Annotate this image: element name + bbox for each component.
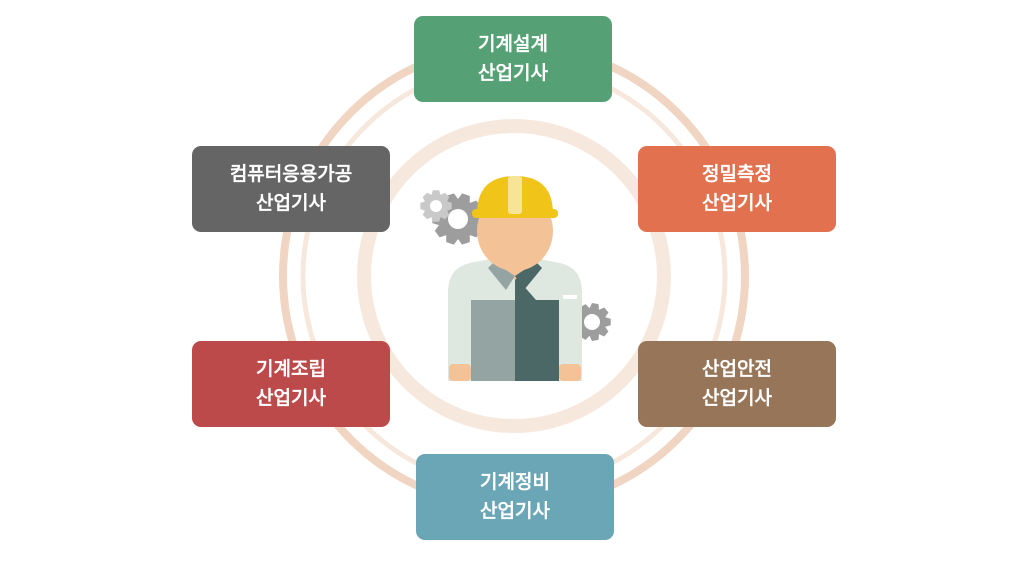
inner-ring: [357, 119, 671, 433]
left-hand: [449, 364, 471, 381]
vest-right: [515, 276, 559, 381]
node-subtitle: 산업기사: [702, 192, 772, 214]
node-title: 기계설계: [478, 33, 548, 55]
node-computer-aided-machining[interactable]: 컴퓨터응용가공 산업기사: [192, 146, 390, 232]
pocket: [563, 295, 577, 299]
collar-left: [488, 262, 515, 290]
node-subtitle: 산업기사: [480, 500, 550, 522]
gear-hole: [584, 314, 600, 330]
node-precision-measurement[interactable]: 정밀측정 산업기사: [638, 146, 836, 232]
node-mechanical-assembly[interactable]: 기계조립 산업기사: [192, 341, 390, 427]
gear-hole: [448, 209, 468, 229]
node-subtitle: 산업기사: [256, 387, 326, 409]
gear-icon: [420, 190, 452, 222]
node-subtitle: 산업기사: [702, 387, 772, 409]
vest-left: [471, 300, 515, 381]
node-mechanical-design[interactable]: 기계설계 산업기사: [414, 16, 612, 102]
node-subtitle: 산업기사: [478, 62, 548, 84]
node-title: 정밀측정: [702, 163, 772, 185]
node-title: 기계정비: [480, 471, 550, 493]
node-title: 기계조립: [256, 358, 326, 380]
node-title: 컴퓨터응용가공: [229, 163, 353, 185]
right-hand: [559, 364, 581, 381]
node-industrial-safety[interactable]: 산업안전 산업기사: [638, 341, 836, 427]
node-mechanical-maintenance[interactable]: 기계정비 산업기사: [416, 454, 614, 540]
gear-icon: [573, 303, 611, 341]
node-subtitle: 산업기사: [256, 192, 326, 214]
collar-right: [515, 262, 542, 290]
gear-hole: [430, 200, 442, 212]
helmet-ridge: [508, 176, 522, 214]
node-title: 산업안전: [702, 358, 772, 380]
construction-worker-icon: [448, 176, 582, 381]
